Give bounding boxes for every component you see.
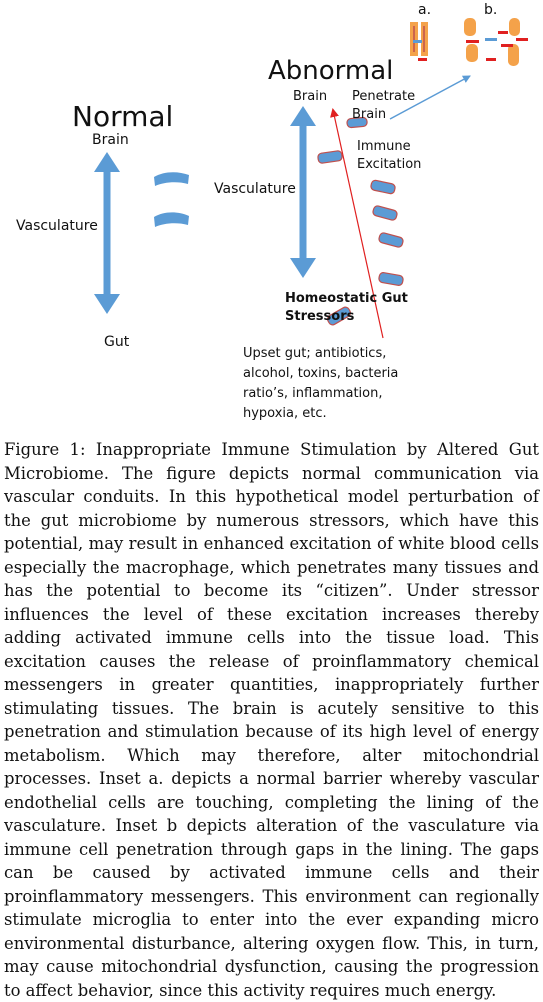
figure-caption: Figure 1: Inappropriate Immune Stimulati… — [4, 440, 539, 1000]
abnormal-title: Abnormal — [268, 56, 394, 86]
penetrate-brain-label: Penetrate Brain — [352, 89, 416, 122]
abnormal-immune-cells — [317, 116, 404, 326]
immune-excitation-label: Immune Excitation — [357, 139, 422, 172]
homeostatic-gut-stressors-label: Homeostatic Gut Stressors — [285, 291, 408, 324]
normal-gut-label: Gut — [104, 334, 130, 350]
normal-brain-label: Brain — [92, 132, 129, 148]
normal-cells — [154, 172, 189, 227]
inset-pointer-arrow — [389, 75, 471, 120]
upset-gut-list: Upset gut; antibiotics, alcohol, toxins,… — [243, 346, 399, 421]
inset-b-label: b. — [484, 2, 498, 18]
inset-a-label: a. — [418, 2, 432, 18]
inset-a-graphic — [410, 22, 428, 61]
abnormal-brain-label: Brain — [293, 89, 328, 104]
normal-title: Normal — [72, 100, 174, 133]
figure: a. b. Normal Brain Vasculature Gut Abnor… — [0, 0, 543, 430]
figure-graphics — [94, 18, 528, 339]
abnormal-double-arrow — [290, 106, 316, 278]
normal-double-arrow — [94, 152, 120, 314]
red-penetration-line — [330, 108, 384, 339]
inset-b-graphic — [464, 18, 528, 66]
normal-vasculature-label: Vasculature — [16, 218, 98, 234]
abnormal-vasculature-label: Vasculature — [214, 181, 296, 197]
